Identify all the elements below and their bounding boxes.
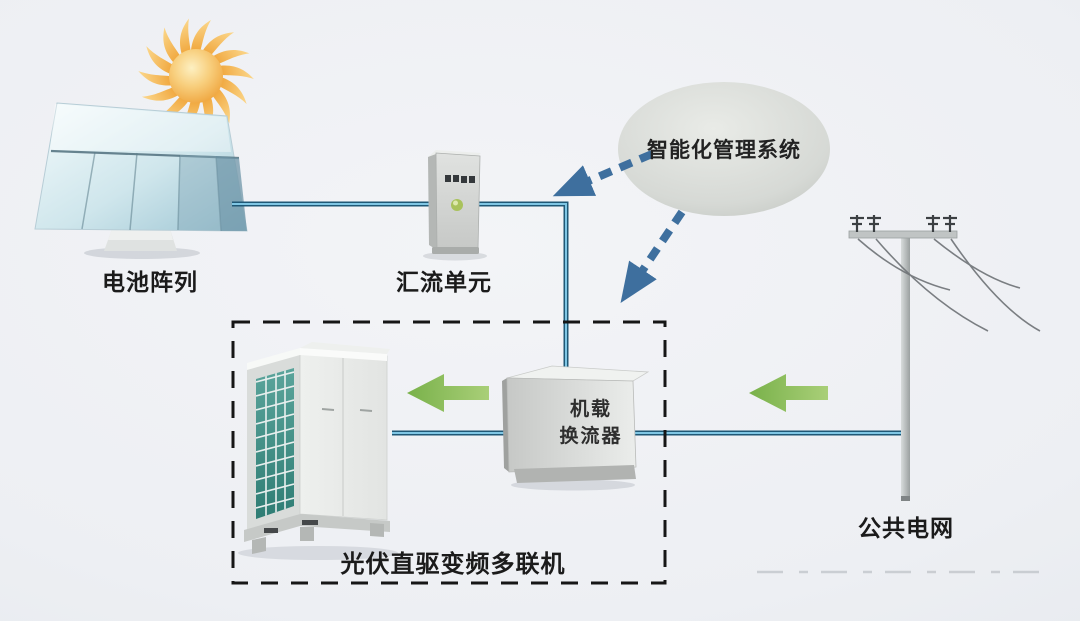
power-wires <box>857 238 1041 332</box>
signal-arrow-to-combiner <box>552 150 654 197</box>
converter-label-line2: 换流器 <box>559 426 623 447</box>
system-boundary-dashed-box <box>231 320 667 585</box>
combiner-unit-label: 汇流单元 <box>396 269 492 295</box>
hvac-grille <box>256 368 294 519</box>
converter-label-line1: 机载 <box>569 399 612 420</box>
signal-arrow-to-converter <box>620 209 686 304</box>
battery-array-label: 电池阵列 <box>102 269 198 295</box>
public-grid-label: 公共电网 <box>858 515 954 541</box>
management-ellipse <box>618 82 830 216</box>
power-arrow-from-grid <box>749 374 828 412</box>
management-system-label: 智能化管理系统 <box>647 139 801 162</box>
multi-split-label: 光伏直驱变频多联机 <box>340 551 566 578</box>
hvac-unit-icon <box>238 342 398 560</box>
sun-icon <box>138 18 254 134</box>
power-arrow-to-hvac <box>407 374 489 412</box>
converter-label: 机载 换流器 <box>521 396 661 450</box>
converter-box-icon <box>502 365 650 491</box>
dc-line <box>232 201 569 372</box>
solar-panel-icon <box>34 102 248 259</box>
combiner-cabinet-icon <box>423 150 487 261</box>
utility-pole-icon <box>848 215 1041 501</box>
insulator-icons <box>850 215 957 232</box>
